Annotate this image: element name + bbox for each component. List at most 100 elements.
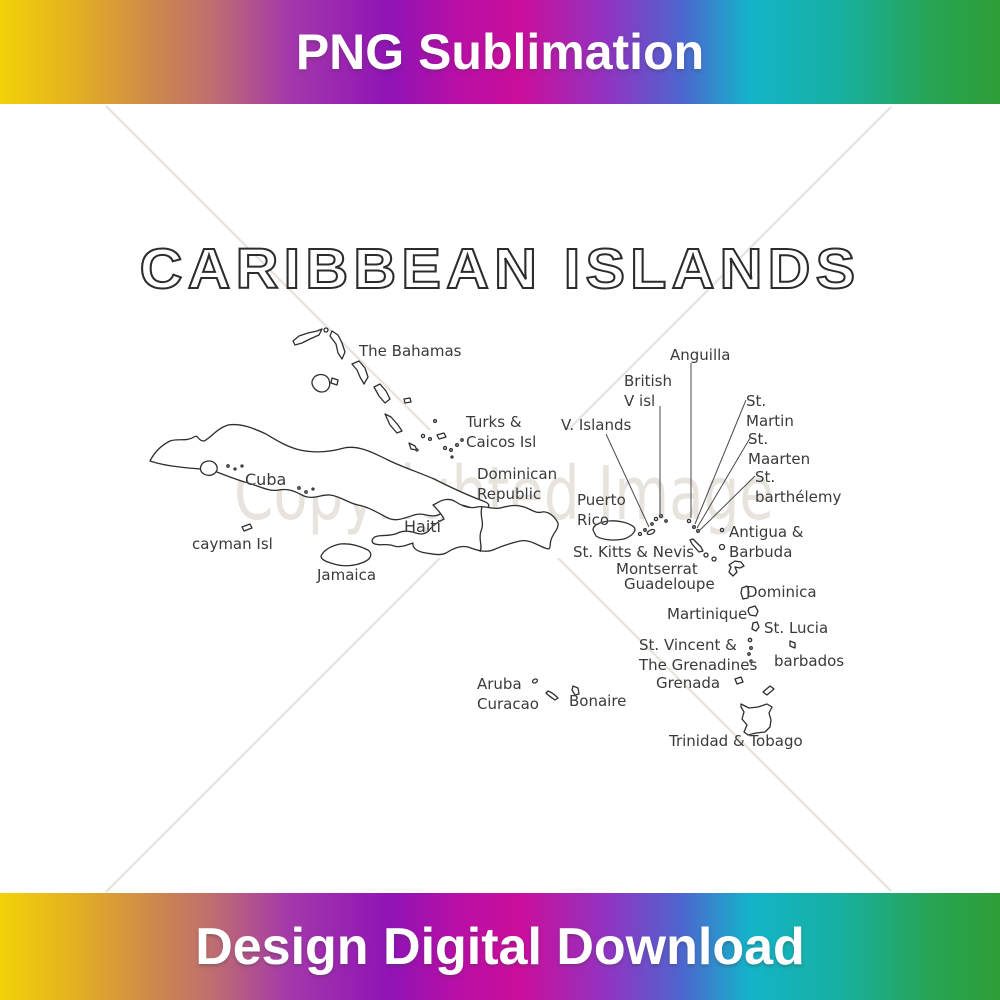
island-caicos xyxy=(436,432,447,440)
map-label-aruba: Aruba Curacao xyxy=(477,675,539,713)
map-label-bonaire: Bonaire xyxy=(569,692,627,710)
islet-antigua xyxy=(719,527,725,533)
islet-cay xyxy=(311,487,315,491)
island-st-lucia xyxy=(751,621,760,632)
leader-line-5 xyxy=(698,475,756,532)
island-cayman xyxy=(241,523,253,532)
islet-bahama xyxy=(415,448,419,452)
map-label-bahamas: The Bahamas xyxy=(359,342,462,360)
artwork-area: Copyrighted Image xyxy=(0,104,1000,893)
islet-cay xyxy=(304,490,308,494)
island-curacao xyxy=(545,690,559,701)
islet-bahama xyxy=(323,327,329,333)
map-label-st-maarten: St. Maarten xyxy=(748,430,811,468)
islet-cay xyxy=(240,464,244,468)
island-eleuthera xyxy=(351,360,369,385)
island-guadeloupe xyxy=(728,560,745,577)
leader-line-3 xyxy=(694,399,747,525)
map-label-cuba: Cuba xyxy=(245,470,287,489)
island-st-kitts xyxy=(689,538,704,553)
island-montserrat xyxy=(711,556,717,562)
map-label-st-barthelemy: St. barthélemy xyxy=(755,468,842,506)
islet-turks xyxy=(455,443,459,447)
map-label-trinidad: Trinidad & Tobago xyxy=(669,732,803,750)
design-title: CARIBBEAN ISLANDS xyxy=(139,236,861,302)
islet-bahama xyxy=(420,433,426,439)
islet-bahama xyxy=(427,436,433,442)
map-label-st-vincent: St. Vincent & The Grenadines xyxy=(639,636,758,674)
map-label-v-islands: V. Islands xyxy=(561,416,632,434)
islet-turks xyxy=(460,438,464,442)
map-label-martinique: Martinique xyxy=(667,605,748,623)
map-label-anguilla: Anguilla xyxy=(670,346,731,364)
islet-vieques xyxy=(637,531,643,537)
islet-bvi xyxy=(650,522,654,526)
island-hispaniola xyxy=(371,498,559,556)
bottom-banner-text: Design Digital Download xyxy=(195,917,805,976)
island-andros xyxy=(311,373,331,393)
map-label-barbados: barbados xyxy=(774,652,845,670)
map-label-grenada: Grenada xyxy=(656,674,721,692)
island-trinidad xyxy=(740,703,773,736)
map-label-antigua: Antigua & Barbuda xyxy=(729,523,804,561)
islet-st-barthelemy xyxy=(696,529,700,533)
islet-turks xyxy=(442,445,448,451)
leader-line-0 xyxy=(605,433,650,528)
islet-cay xyxy=(233,467,237,471)
top-banner: PNG Sublimation xyxy=(0,0,1000,104)
island-puerto-rico xyxy=(592,520,636,541)
map-label-british-vi: British V isl xyxy=(624,372,672,410)
island-long xyxy=(384,413,403,434)
islet-virgin xyxy=(646,528,656,536)
islet-bahama xyxy=(330,377,339,386)
top-banner-text: PNG Sublimation xyxy=(295,24,705,80)
island-abaco xyxy=(329,330,346,360)
islet-culebra xyxy=(643,528,647,532)
map-label-jamaica: Jamaica xyxy=(317,566,377,584)
map-label-haiti: Haiti xyxy=(404,517,441,536)
islet-st-vincent xyxy=(747,637,753,643)
island-dominica xyxy=(740,585,750,600)
island-grand-bahama xyxy=(292,328,323,346)
islet-bahama xyxy=(403,397,412,404)
island-jamaica xyxy=(320,543,372,567)
map-label-dominican: Dominican Republic xyxy=(477,465,558,503)
island-nevis xyxy=(703,552,709,558)
island-grenada xyxy=(734,676,744,685)
map-label-st-lucia: St. Lucia xyxy=(764,619,829,637)
bottom-banner: Design Digital Download xyxy=(0,893,1000,1000)
map-label-turks: Turks & Caicos Isl xyxy=(466,413,537,451)
islet-grenadines xyxy=(749,659,753,663)
map-label-montserrat: Montserrat xyxy=(616,560,698,578)
map-label-cayman: cayman Isl xyxy=(192,535,273,553)
islet-turks xyxy=(449,448,453,452)
islet-grenadines xyxy=(749,646,753,650)
islet-st-martin xyxy=(692,525,696,529)
leader-line-4 xyxy=(696,437,751,529)
islet-barbuda xyxy=(718,543,726,551)
island-bonaire xyxy=(571,685,580,696)
islet-grenadines xyxy=(747,652,751,656)
island-barbados xyxy=(789,640,796,649)
islet-bvi xyxy=(658,513,664,519)
islet-bahama xyxy=(432,418,438,424)
islet-cay xyxy=(297,486,301,490)
island-isla-juventud xyxy=(199,460,218,477)
islet-bvi xyxy=(653,516,659,522)
islet-turks xyxy=(450,455,454,459)
islet-bvi xyxy=(664,519,668,523)
island-outlines xyxy=(149,327,796,736)
leader-lines xyxy=(605,363,756,532)
haiti-dr-border xyxy=(479,506,484,553)
island-martinique xyxy=(747,605,759,617)
islet-cay xyxy=(226,464,230,468)
map-label-guadeloupe: Guadeloupe xyxy=(624,575,715,593)
map-label-st-kitts: St. Kitts & Nevis xyxy=(573,543,695,561)
islet-anguilla xyxy=(686,518,692,524)
island-aruba xyxy=(531,678,539,684)
map-label-puerto-rico: Puerto Rico xyxy=(577,491,626,529)
island-cat xyxy=(373,383,391,404)
map-label-dominica: Dominica xyxy=(746,583,817,601)
